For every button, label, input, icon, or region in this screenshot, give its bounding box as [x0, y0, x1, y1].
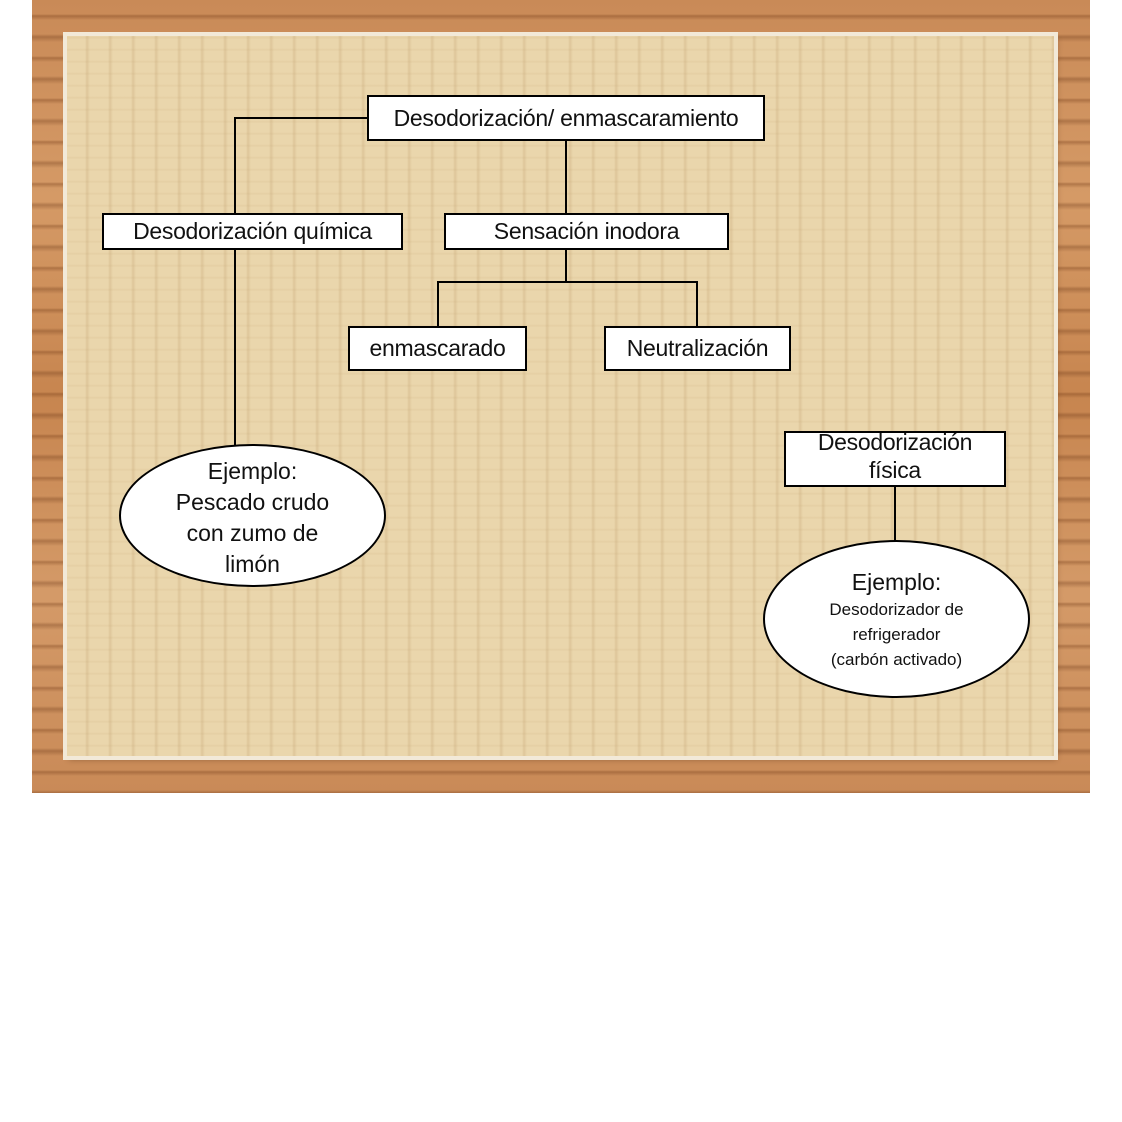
example-physical-line-3: refrigerador: [852, 624, 941, 644]
neutralization-node: Neutralización: [604, 326, 791, 371]
example-physical-ellipse: Ejemplo: Desodorizador de refrigerador (…: [763, 540, 1030, 698]
root-node-label: Desodorización/ enmascaramiento: [393, 104, 739, 131]
masking-node: enmascarado: [348, 326, 527, 371]
connector-odorless-branches: [437, 281, 698, 327]
root-node: Desodorización/ enmascaramiento: [367, 95, 765, 141]
physical-deodorization-label-1: Desodorización: [817, 431, 973, 455]
physical-deodorization-node: Desodorización física: [784, 431, 1006, 487]
example-physical-line-1: Ejemplo:: [851, 568, 942, 595]
example-chemical-line-3: con zumo de: [186, 519, 319, 546]
chemical-deodorization-label: Desodorización química: [133, 218, 372, 244]
connector-root-chemical: [234, 117, 368, 446]
odorless-sensation-label: Sensación inodora: [493, 218, 680, 244]
neutralization-label: Neutralización: [626, 335, 769, 361]
example-chemical-line-2: Pescado crudo: [175, 488, 330, 515]
example-chemical-ellipse: Ejemplo: Pescado crudo con zumo de limón: [119, 444, 386, 587]
example-physical-line-2: Desodorizador de: [829, 599, 964, 619]
physical-deodorization-label-2: física: [869, 457, 921, 483]
example-chemical-line-4: limón: [225, 550, 280, 577]
example-chemical-line-1: Ejemplo:: [207, 457, 298, 484]
example-physical-line-4: (carbón activado): [830, 649, 963, 669]
masking-label: enmascarado: [369, 335, 506, 361]
chemical-deodorization-node: Desodorización química: [102, 213, 403, 250]
odorless-sensation-node: Sensación inodora: [444, 213, 729, 250]
